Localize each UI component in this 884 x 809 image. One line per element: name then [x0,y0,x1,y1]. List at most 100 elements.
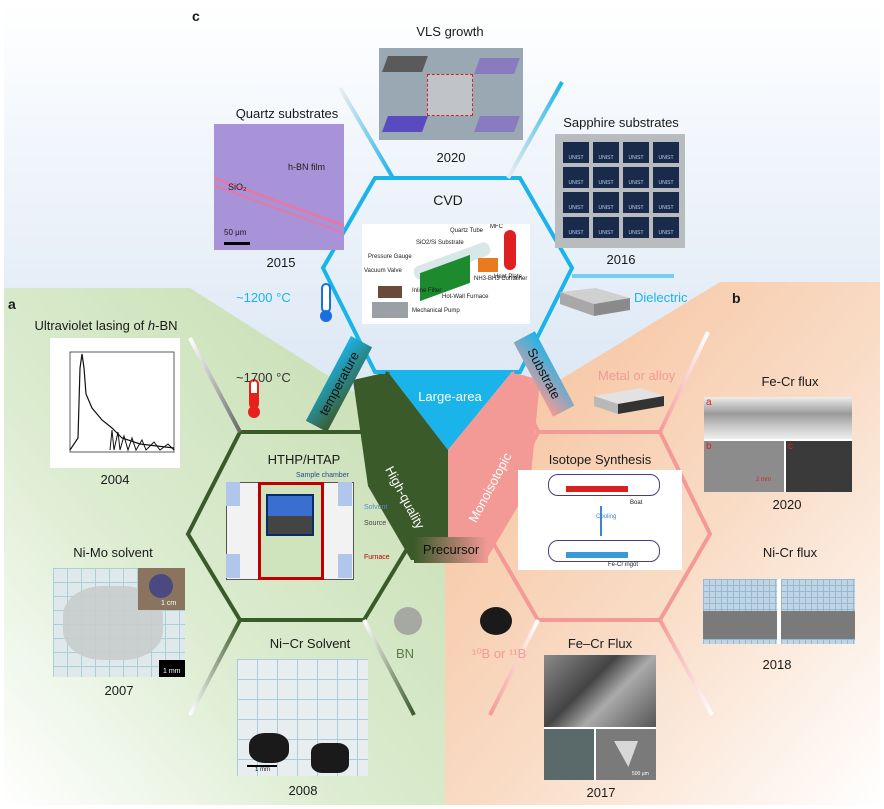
hthp-title: HTHP/HTAP [267,452,341,467]
cvd-temperature: ~1200 °C [236,290,291,305]
cvd-title: CVD [433,192,463,208]
bn-label: BN [396,646,415,661]
scale-bar-label: 1 mm [163,668,181,675]
cooling-label: Cooling [596,514,617,520]
cvd-label: NH3-BH3 Container [474,276,528,282]
solvent-label: Solvent [364,504,388,511]
furnace-label: Furnace [364,554,390,561]
subfigure-label: c [788,441,793,452]
nicr-flux-year: 2018 [762,657,792,672]
ingot-label: Fe-Cr ingot [608,562,639,568]
sapphire-tile: UNIST [623,192,649,213]
nicr-flux-title: Ni-Cr flux [762,545,818,560]
uv-lasing-title: Ultraviolet lasing of h-BN [34,318,178,333]
monoisotopic-wedge [448,372,540,560]
sapphire-tile: UNIST [653,192,679,213]
quartz-image: h-BN film SiO₂ 50 μm [214,124,344,250]
scale-bar-label: 50 μm [224,228,247,237]
quartz-title: Quartz substrates [235,106,339,121]
panel-label-b: b [732,290,741,306]
sapphire-tile: UNIST [593,167,619,188]
fecr-flux-2017-year: 2017 [586,785,616,800]
bn-powder-icon [394,607,422,635]
sapphire-tile: UNIST [563,167,589,188]
sapphire-tile: UNIST [593,142,619,163]
fecr-flux-2020-year: 2020 [772,497,802,512]
cvd-label: Pressure Gauge [368,254,412,260]
fecr-flux-2017-title: Fe–Cr Flux [567,636,633,651]
nimo-title: Ni-Mo solvent [73,545,153,560]
fecr-flux-2020-title: Fe-Cr flux [761,374,819,389]
sapphire-tile: UNIST [623,217,649,238]
cvd-label: Vacuum Valve [364,268,402,274]
vls-year: 2020 [436,150,466,165]
boat-label: Boat [630,500,643,506]
sapphire-tile: UNIST [653,167,679,188]
nicr-flux-image [703,579,855,644]
scale-bar-label: 1 cm [161,600,177,607]
nimo-image: 1 cm 1 mm [53,568,185,677]
hthp-temperature: ~1700 °C [236,370,291,385]
sapphire-tile: UNIST [653,142,679,163]
sapphire-tile: UNIST [563,192,589,213]
fecr-flux-2020-image: a b c 2 mm [704,397,852,492]
sapphire-title: Sapphire substrates [563,115,679,130]
large-area-label: Large-area [418,389,482,404]
uv-lasing-year: 2004 [100,472,130,487]
cvd-label: Quartz Tube [450,228,484,234]
hbn-film-annotation: h-BN film [288,162,326,172]
large-area-wedge [388,372,512,450]
fecr-flux-2017-image: 500 μm [544,655,656,780]
hthp-schematic [226,480,356,580]
cvd-label: Hot-Wall Furnace [442,294,489,300]
sio2-annotation: SiO₂ [228,182,247,192]
subfigure-label: b [706,441,712,452]
temperature-tag [305,335,373,433]
high-quality-wedge [353,372,448,560]
sapphire-tile: UNIST [653,217,679,238]
sapphire-tile: UNIST [563,217,589,238]
cvd-setup-image: Quartz Tube MFC SiO2/Si Substrate Pressu… [362,224,530,324]
metal-label: Metal or alloy [598,368,676,383]
dielectric-label: Dielectric [634,290,688,305]
nicr-solvent-year: 2008 [288,783,318,798]
sapphire-tile: UNIST [563,142,589,163]
source-label: Source [364,520,387,527]
sample-chamber-label: Sample chamber [296,472,349,479]
thermometer-red-icon [248,379,260,418]
subfigure-label: a [706,397,712,408]
sapphire-year: 2016 [606,252,636,267]
precursor-tag [414,537,488,563]
isotope-title: Isotope Synthesis [548,452,652,467]
isotope-schematic: Cooling Boat Fe-Cr ingot [518,470,682,570]
nicr-solvent-image: 1 mm [237,659,368,776]
cvd-hexagon [320,176,575,374]
scale-bar-label: 2 mm [756,477,771,483]
panel-label-a: a [8,296,16,312]
nimo-year: 2007 [104,683,134,698]
cvd-label: Heat Plate [494,274,523,280]
uv-lasing-spectrum-image [50,338,180,468]
thermometer-blue-icon [320,283,332,322]
scale-bar-label: 500 μm [632,771,649,777]
cvd-label: SiO2/Si Substrate [416,240,464,246]
sapphire-tile: UNIST [623,167,649,188]
precursor-label: Precursor [422,542,480,557]
nicr-solvent-title: Ni−Cr Solvent [269,636,351,651]
isotope-boron-label: ¹⁰B or ¹¹B [472,646,527,661]
scale-bar-label: 1 mm [255,767,270,773]
cvd-label: Mechanical Pump [412,308,460,314]
boron-powder-icon [480,607,512,635]
metal-block-icon [594,388,664,414]
sapphire-tile: UNIST [593,192,619,213]
sapphire-tile: UNIST [593,217,619,238]
cvd-label: Inline Filter [412,288,442,294]
substrate-tag [513,331,575,417]
dielectric-block-icon [560,288,630,316]
vls-title: VLS growth [416,24,484,39]
quartz-year: 2015 [266,255,296,270]
vls-image [379,48,523,140]
cvd-label: MFC [490,224,503,230]
panel-label-c: c [192,8,200,24]
